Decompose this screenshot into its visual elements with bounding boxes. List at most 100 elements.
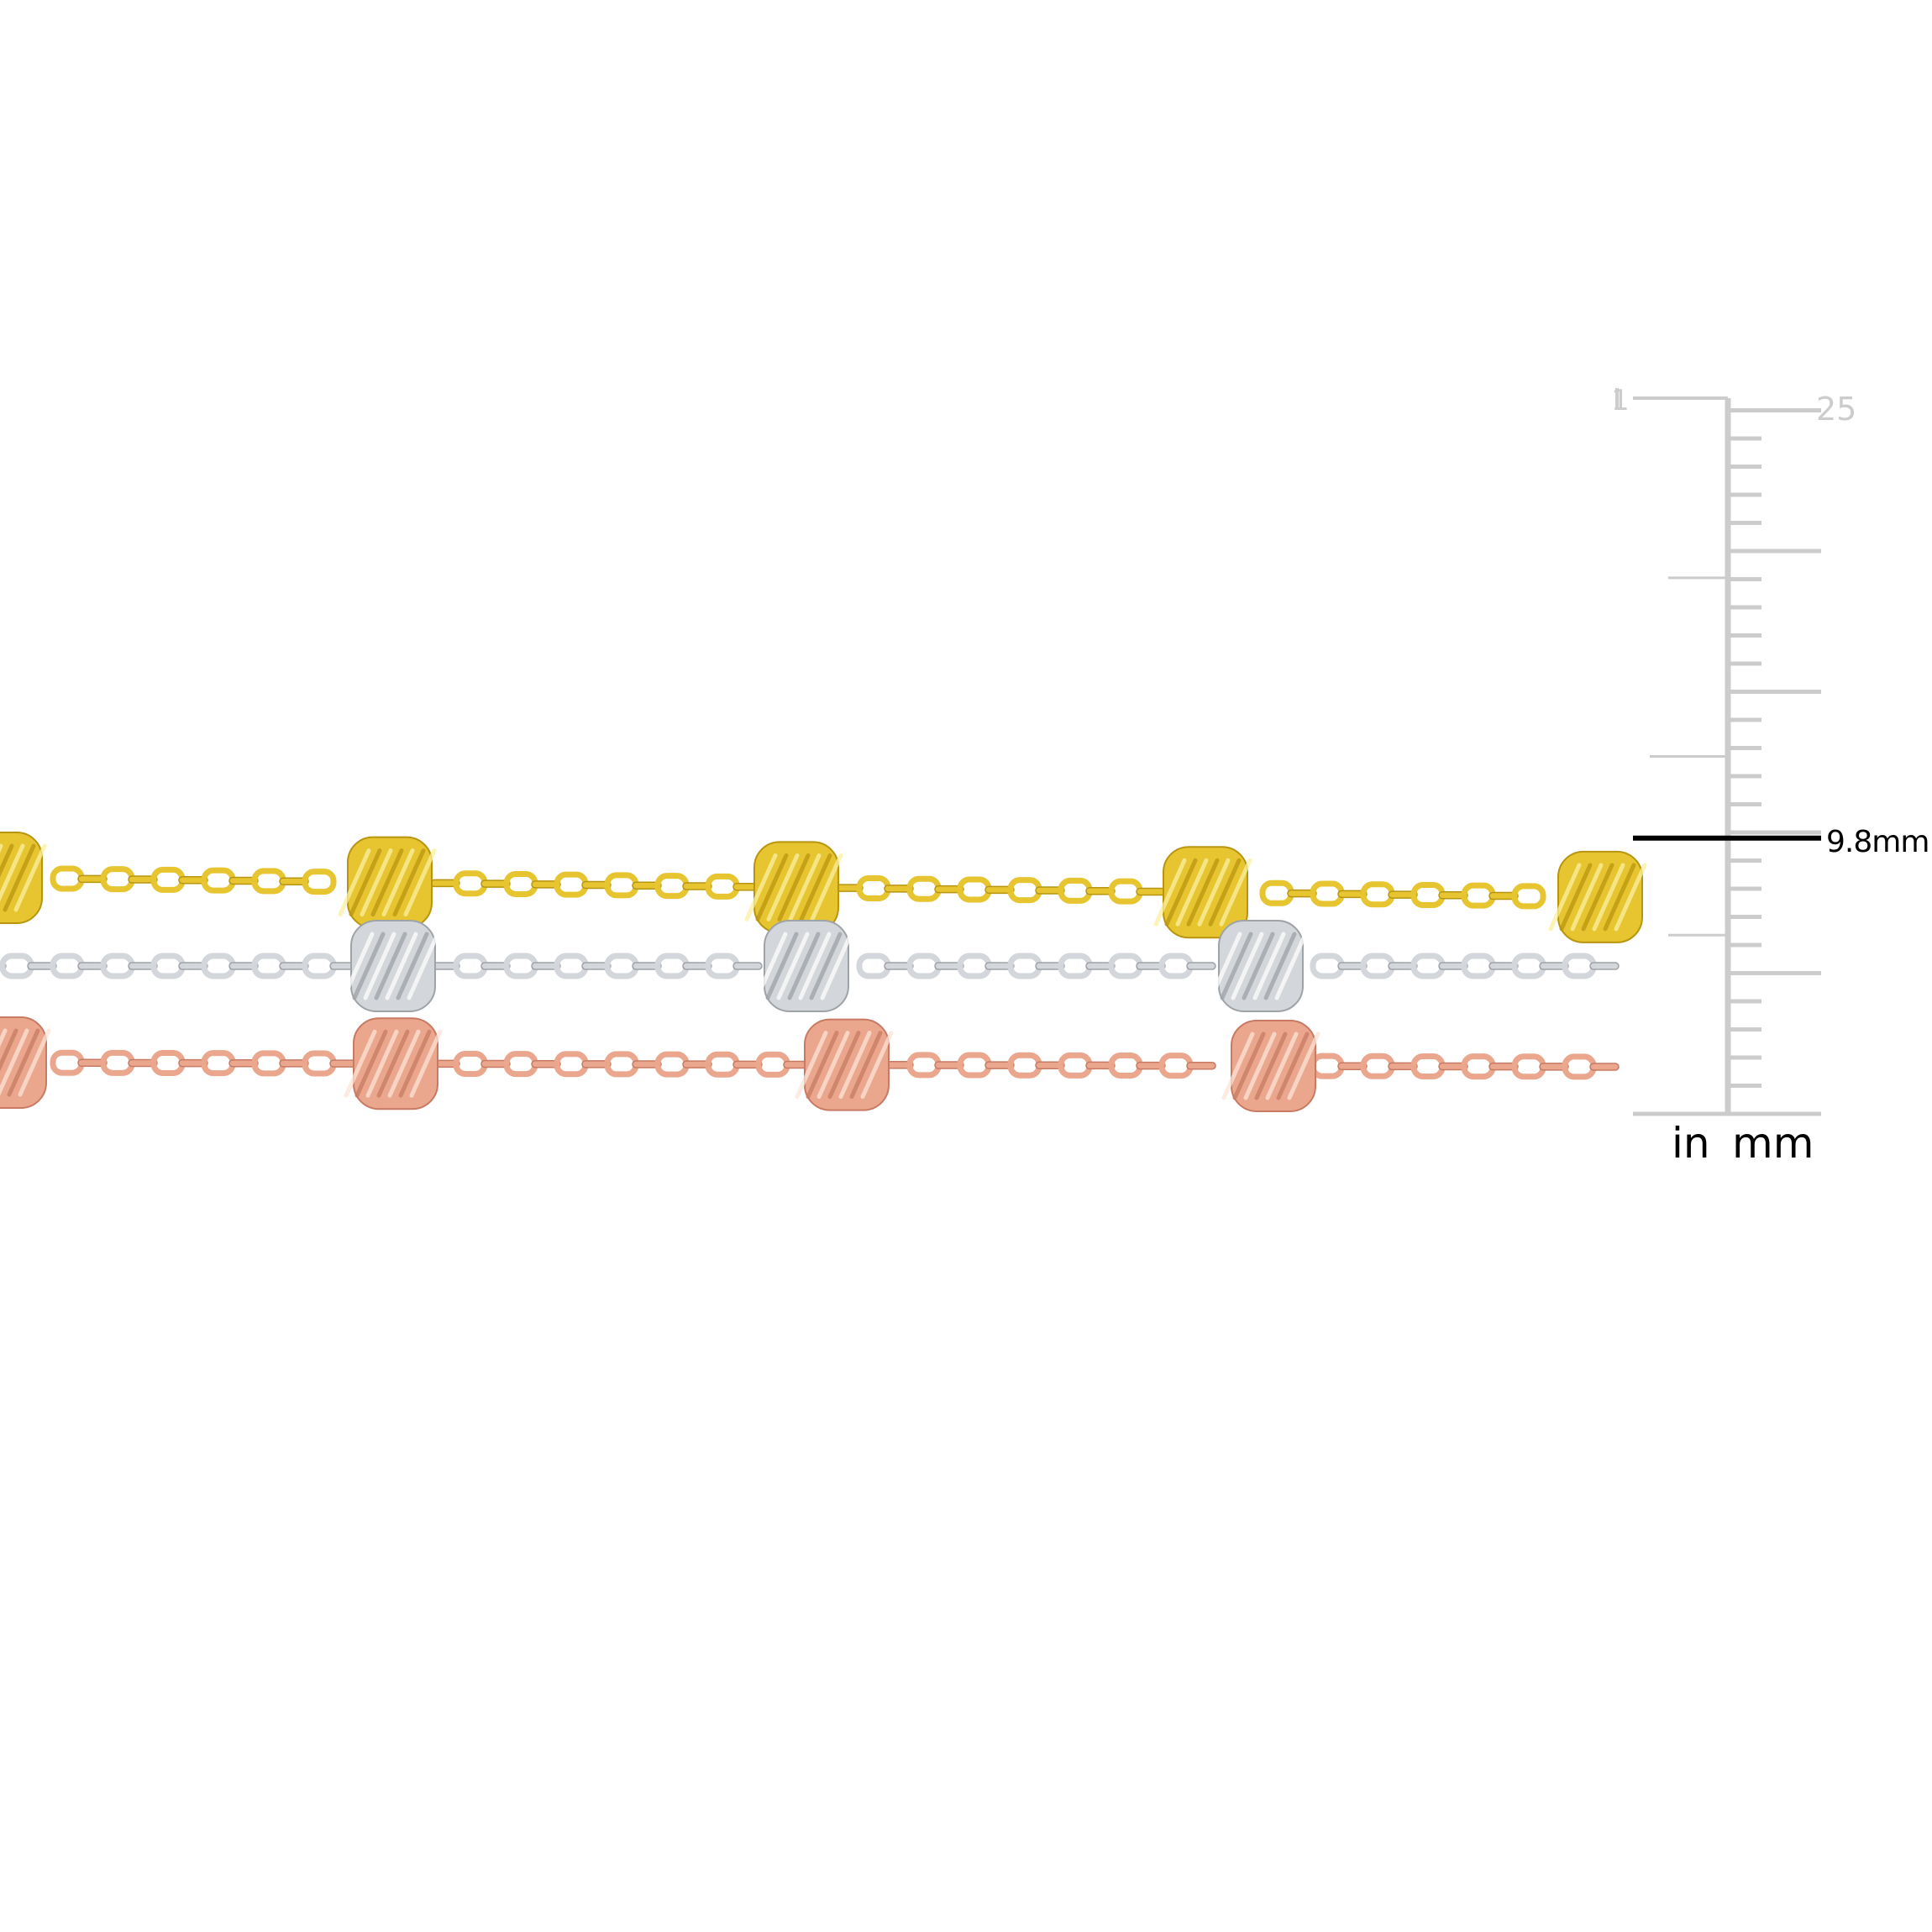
chain-link xyxy=(178,962,208,970)
bead xyxy=(754,920,853,1012)
bead-facet xyxy=(795,1031,828,1100)
chain-link xyxy=(1388,1062,1418,1071)
bead-facet xyxy=(766,853,800,921)
chain-link xyxy=(1511,953,1546,979)
chain-link xyxy=(1287,889,1317,898)
chain-link xyxy=(1058,1052,1093,1079)
chain-link xyxy=(554,953,589,979)
chain-link xyxy=(957,1052,992,1079)
chain-link xyxy=(1058,877,1093,904)
bead xyxy=(1209,920,1308,1012)
chain-link xyxy=(654,953,690,979)
chain-link xyxy=(100,1049,135,1076)
bead-facet xyxy=(849,1031,883,1100)
chain-link xyxy=(0,953,34,979)
chain-link xyxy=(1488,1062,1519,1071)
chain-link xyxy=(1035,886,1065,895)
bead-facet xyxy=(396,932,429,1000)
chain-link xyxy=(251,868,286,895)
bead-facet xyxy=(344,1029,377,1098)
chain-link xyxy=(984,962,1015,970)
chain-link xyxy=(906,953,942,979)
bead-facet xyxy=(1559,863,1593,932)
bead-facet xyxy=(1614,863,1647,932)
bead-facet xyxy=(816,1031,850,1100)
bead xyxy=(1153,846,1252,939)
bead-facet xyxy=(1548,863,1582,932)
chain-link xyxy=(1007,1052,1042,1079)
bead-facet xyxy=(1243,1032,1277,1100)
bead-facet xyxy=(370,848,404,917)
chain-link xyxy=(934,885,964,894)
chain-link xyxy=(1259,879,1294,906)
chain-link xyxy=(1461,882,1496,909)
bead-facet xyxy=(1592,863,1625,932)
bead-facet xyxy=(827,1031,861,1100)
bead-facet xyxy=(787,932,821,1000)
bead xyxy=(338,836,437,929)
chain-link xyxy=(228,876,259,885)
chain-link xyxy=(531,962,561,970)
chain-link xyxy=(302,869,337,895)
bead-facet xyxy=(392,848,426,917)
bead-facet xyxy=(0,843,14,878)
bead-facet xyxy=(754,932,788,1000)
chain-link xyxy=(201,1050,236,1077)
chain-link xyxy=(884,962,914,970)
chain-link xyxy=(178,876,208,885)
chain-link xyxy=(554,871,589,898)
chain-link xyxy=(201,953,236,979)
bead-facet xyxy=(1242,932,1275,1000)
chain-link xyxy=(581,1060,612,1068)
bead-facet xyxy=(360,848,393,917)
bead-facet xyxy=(1208,858,1242,927)
chain-link xyxy=(755,1051,790,1078)
bead-facet xyxy=(798,932,832,1000)
chain-link xyxy=(50,1049,85,1076)
bead-facet xyxy=(387,1029,421,1098)
bead-facet xyxy=(1219,858,1252,927)
chain-link xyxy=(934,1061,964,1069)
chain-link xyxy=(251,1050,286,1077)
ruler-mm-top-label: 25 xyxy=(1816,391,1856,428)
bead-facet xyxy=(338,848,371,917)
chain-link xyxy=(581,880,612,890)
chain-link xyxy=(554,1051,589,1078)
chain-link xyxy=(732,962,763,970)
ruler-unit-mm: mm xyxy=(1732,1119,1814,1168)
bead-facet xyxy=(788,853,822,921)
bead-facet xyxy=(1276,1032,1310,1100)
chain-link xyxy=(251,953,286,979)
chain-link xyxy=(984,1061,1015,1069)
chain-link xyxy=(1461,1053,1496,1080)
bead-facet xyxy=(799,853,832,921)
measurement-label: 9.8mm xyxy=(1826,825,1929,859)
chain-link xyxy=(480,1059,511,1068)
bead-facet xyxy=(1175,858,1209,927)
chain-link xyxy=(228,962,259,970)
chain-link xyxy=(1136,1061,1166,1070)
bead-facet xyxy=(403,848,437,917)
chain-link xyxy=(906,875,942,902)
chain-link xyxy=(453,870,488,897)
chain-link xyxy=(604,872,639,899)
strand-white xyxy=(0,920,1620,1012)
chain-link xyxy=(1035,962,1065,970)
bead-facet xyxy=(809,932,843,1000)
bead-facet xyxy=(341,932,375,1000)
bead xyxy=(744,841,843,934)
chain-link xyxy=(1562,1053,1597,1080)
bead-facet xyxy=(374,932,407,1000)
chain-link xyxy=(705,873,740,900)
chain-link xyxy=(100,953,135,979)
chain-link xyxy=(1589,1063,1620,1071)
chain-link xyxy=(1410,1053,1446,1079)
chain-link xyxy=(732,1060,763,1069)
chain-link xyxy=(884,885,914,893)
bead-facet xyxy=(352,932,386,1000)
chain-link xyxy=(1488,891,1519,900)
chain-link xyxy=(100,866,135,893)
bead-facet xyxy=(755,853,789,921)
chain-link xyxy=(1108,878,1143,905)
